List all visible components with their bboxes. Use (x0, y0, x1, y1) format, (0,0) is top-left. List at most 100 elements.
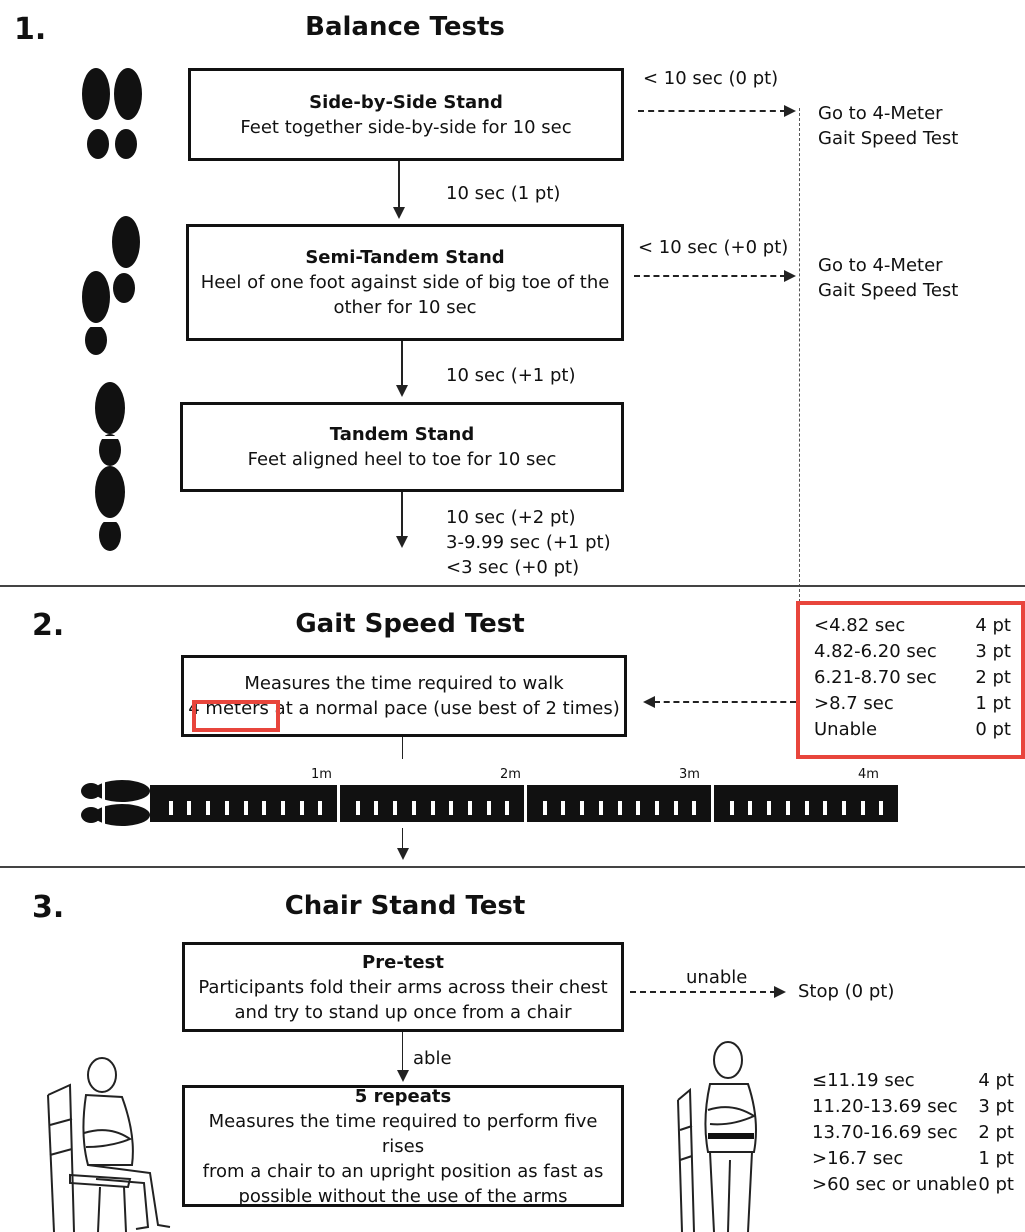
ruler-tick (243, 801, 248, 815)
seated-person-illustration (47, 1057, 171, 1232)
arrowhead-down-icon (396, 385, 408, 397)
fail-arrow-1 (638, 110, 786, 112)
score-range: ≤11.19 sec (812, 1070, 915, 1091)
score-range: 11.20-13.69 sec (812, 1096, 958, 1117)
ruler-tick (505, 801, 510, 815)
ruler-tick (449, 801, 454, 815)
stop-label: Stop (0 pt) (798, 981, 895, 1002)
pass-label-1: 10 sec (1 pt) (446, 183, 561, 204)
section-2-title: Gait Speed Test (295, 609, 525, 639)
pretest-line1: Participants fold their arms across thei… (198, 976, 608, 998)
goto-gait-1-line1: Go to 4-Meter (818, 103, 943, 124)
gait-desc-line1: Measures the time required to walk (244, 673, 564, 694)
tandem-exit-arrow (401, 492, 403, 538)
score-points: 3 pt (975, 641, 1011, 662)
arrowhead-down-icon (397, 1070, 409, 1082)
ruler-tick (767, 801, 772, 815)
ruler-tick (168, 801, 173, 815)
score-range: Unable (814, 719, 878, 740)
score-points: 3 pt (978, 1096, 1014, 1117)
ruler-tick (467, 801, 472, 815)
score-points: 1 pt (978, 1148, 1014, 1169)
score-range: <4.82 sec (814, 615, 906, 636)
ruler-tick (187, 801, 192, 815)
side-by-side-stand-box: Side-by-Side Stand Feet together side-by… (188, 68, 624, 161)
ruler-tick (636, 801, 641, 815)
five-repeats-box: 5 repeats Measures the time required to … (182, 1085, 624, 1207)
ruler-tick (692, 801, 697, 815)
gait-exit-arrow (402, 828, 403, 850)
ruler-tick (879, 801, 884, 815)
score-points: 0 pt (975, 719, 1011, 740)
pass-arrow-1 (398, 161, 400, 209)
gait-connector (402, 737, 403, 759)
ruler-tick (580, 801, 585, 815)
ruler-meter-mark (711, 785, 714, 822)
section-1-number: 1. (14, 12, 47, 47)
pretest-line2: and try to stand up once from a chair (234, 1001, 572, 1023)
ruler-tick (617, 801, 622, 815)
score-points: 2 pt (978, 1122, 1014, 1143)
score-points: 2 pt (975, 667, 1011, 688)
gait-speed-box: Measures the time required to walk 4 met… (181, 655, 627, 737)
ruler-label-1m: 1m (311, 767, 332, 782)
score-points: 4 pt (978, 1070, 1014, 1091)
distance-highlight (192, 700, 280, 732)
ruler-tick (299, 801, 304, 815)
semi-tandem-desc-line1: Heel of one foot against side of big toe… (200, 272, 610, 293)
walking-feet-icon (81, 780, 150, 826)
chair-score-row: 11.20-13.69 sec 3 pt (812, 1094, 1014, 1120)
ruler-tick (654, 801, 659, 815)
ruler-tick (542, 801, 547, 815)
side-by-side-heading: Side-by-Side Stand (309, 91, 503, 113)
repeats-line1: Measures the time required to perform fi… (208, 1110, 598, 1157)
ruler-label-2m: 2m (500, 767, 521, 782)
side-by-side-desc: Feet together side-by-side for 10 sec (240, 116, 572, 138)
side-by-side-feet-icon (82, 68, 142, 159)
ruler-tick (823, 801, 828, 815)
repeats-heading: 5 repeats (354, 1085, 452, 1107)
ruler-tick (860, 801, 865, 815)
tandem-score-3: <3 sec (+0 pt) (446, 557, 580, 578)
goto-gait-2-line1: Go to 4-Meter (818, 255, 943, 276)
ruler-tick (561, 801, 566, 815)
gait-desc-rest: at a normal pace (use best of 2 times) (268, 698, 620, 719)
repeats-line3: possible without the use of the arms (238, 1185, 568, 1207)
fail-arrow-2 (634, 275, 786, 277)
tandem-stand-box: Tandem Stand Feet aligned heel to toe fo… (180, 402, 624, 492)
able-label: able (413, 1048, 452, 1069)
ruler-tick (598, 801, 603, 815)
gait-score-row: >8.7 sec 1 pt (814, 691, 1011, 717)
ruler-tick (748, 801, 753, 815)
ruler-label-3m: 3m (679, 767, 700, 782)
fail-label-1: < 10 sec (0 pt) (643, 68, 779, 89)
section-2-number: 2. (32, 608, 65, 643)
ruler-meter-mark (524, 785, 527, 822)
standing-person-illustration (677, 1041, 757, 1232)
ruler-tick (262, 801, 267, 815)
tandem-score-1: 10 sec (+2 pt) (446, 507, 576, 528)
able-arrow (402, 1032, 403, 1072)
ruler-tick (280, 801, 285, 815)
arrowhead-down-icon (393, 207, 405, 219)
score-points: 1 pt (975, 693, 1011, 714)
section-3-title: Chair Stand Test (284, 891, 526, 921)
arrowhead-down-icon (396, 536, 408, 548)
arrowhead-right-icon (784, 105, 796, 117)
score-range: >8.7 sec (814, 693, 894, 714)
ruler-tick (355, 801, 360, 815)
pretest-box: Pre-test Participants fold their arms ac… (182, 942, 624, 1032)
tandem-desc: Feet aligned heel to toe for 10 sec (247, 449, 557, 470)
ruler-tick (785, 801, 790, 815)
section-1-title: Balance Tests (305, 12, 505, 42)
arrowhead-down-icon (397, 848, 409, 860)
repeats-line2: from a chair to an upright position as f… (202, 1160, 604, 1182)
fail-label-2: < 10 sec (+0 pt) (638, 237, 789, 258)
arrowhead-left-icon (643, 696, 655, 708)
